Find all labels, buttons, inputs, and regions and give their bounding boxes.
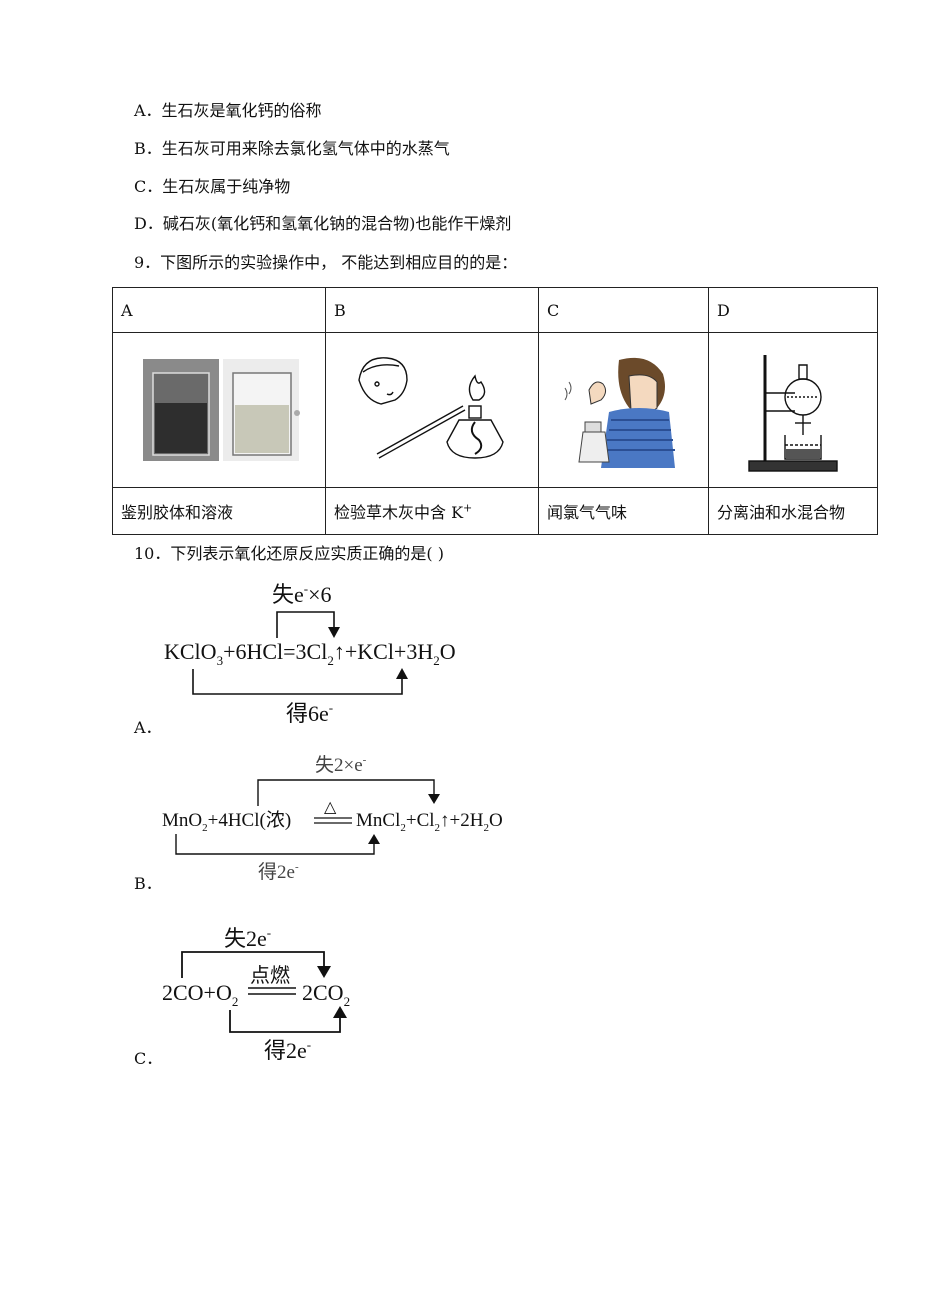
q9-figure-d	[708, 332, 878, 488]
svg-text:失2e-: 失2e-	[224, 925, 271, 951]
b-heat-condition: △	[324, 799, 337, 816]
q8-option-a: A．生石灰是氧化钙的俗称	[134, 101, 322, 120]
q9-header-b: B	[325, 287, 539, 333]
b-gain-label: 得2e	[258, 861, 295, 883]
separating-funnel-image	[748, 355, 838, 472]
beakers-colloid-solution-image	[143, 359, 300, 461]
q10-option-c-letter: C．	[134, 1049, 163, 1068]
a-gain-label: 得6e	[286, 701, 329, 726]
a-equation: KClO3+6HCl=3Cl2↑+KCl+3H2O	[164, 639, 456, 668]
q8-option-c: C．生石灰属于纯净物	[134, 177, 291, 196]
a-lost-sup: -	[304, 581, 308, 596]
c-bottom-arrowhead	[333, 1006, 347, 1018]
a-bottom-arrowhead	[396, 668, 408, 679]
q8-option-d: D．碱石灰(氧化钙和氢氧化钠的混合物)也能作干燥剂	[134, 214, 512, 233]
q10-option-b-diagram: 失2×e- MnO2+4HCl(浓) △ MnCl2+Cl2↑+2H2O 得2e…	[162, 754, 503, 883]
q9-stem: 9．下图所示的实验操作中， 不能达到相应目的的是：	[134, 253, 518, 272]
b-gain-sup: -	[295, 861, 299, 873]
q10-option-a-letter: A．	[134, 718, 162, 737]
c-equation-right: 2CO2	[302, 980, 350, 1009]
q10-option-a-diagram: 失e-×6 KClO3+6HCl=3Cl2↑+KCl+3H2O 得6e-	[164, 581, 456, 726]
q10-option-b-letter: B．	[134, 874, 162, 893]
q9-figure-c	[538, 332, 709, 488]
a-top-arrowhead	[328, 627, 340, 638]
b-bottom-arrowhead	[368, 834, 380, 844]
b-equation-right: MnCl2+Cl2↑+2H2O	[356, 810, 503, 834]
q8-option-b: B．生石灰可用来除去氯化氢气体中的水蒸气	[134, 139, 450, 158]
svg-text:失2×e-: 失2×e-	[315, 754, 367, 776]
c-top-arrowhead	[317, 966, 331, 978]
flame-test-image	[358, 357, 504, 459]
smelling-gas-image	[564, 357, 675, 468]
q9-caption-d: 分离油和水混合物	[708, 487, 878, 535]
a-lost-tail: ×6	[308, 582, 331, 607]
c-ignite-condition: 点燃	[250, 964, 290, 987]
svg-text:失e-×6: 失e-×6	[272, 581, 332, 607]
q9-header-c: C	[538, 287, 709, 333]
q9-caption-b: 检验草木灰中含 K+	[325, 487, 539, 535]
c-gain-sup: -	[307, 1037, 311, 1052]
q9-caption-c: 闻氯气气味	[538, 487, 709, 535]
q10-stem: 10．下列表示氧化还原反应实质正确的是( )	[134, 544, 444, 563]
svg-text:得2e-: 得2e-	[264, 1037, 311, 1063]
b-top-arrowhead	[428, 794, 440, 804]
b-lost-sup: -	[363, 754, 367, 766]
q9-figure-b	[325, 332, 539, 488]
q9-caption-a: 鉴别胶体和溶液	[112, 487, 326, 535]
q9-header-d: D	[708, 287, 878, 333]
a-lost-label: 失e	[272, 582, 304, 607]
svg-text:得6e-: 得6e-	[286, 700, 333, 726]
q9-options-table: A B C D	[112, 287, 878, 535]
q10-option-c-diagram: 失2e- 2CO+O2 点燃 2CO2 得2e-	[162, 925, 350, 1063]
c-lost-sup: -	[267, 925, 271, 940]
c-lost-label: 失2e	[224, 926, 267, 951]
a-gain-sup: -	[329, 700, 333, 715]
c-equation-left: 2CO+O2	[162, 980, 238, 1009]
b-equation-left: MnO2+4HCl(浓)	[162, 809, 291, 834]
q9-figure-a	[112, 332, 326, 488]
c-gain-label: 得2e	[264, 1038, 307, 1063]
q9-header-a: A	[112, 287, 326, 333]
svg-text:得2e-: 得2e-	[258, 861, 299, 883]
b-lost-label: 失2×e	[315, 754, 363, 776]
